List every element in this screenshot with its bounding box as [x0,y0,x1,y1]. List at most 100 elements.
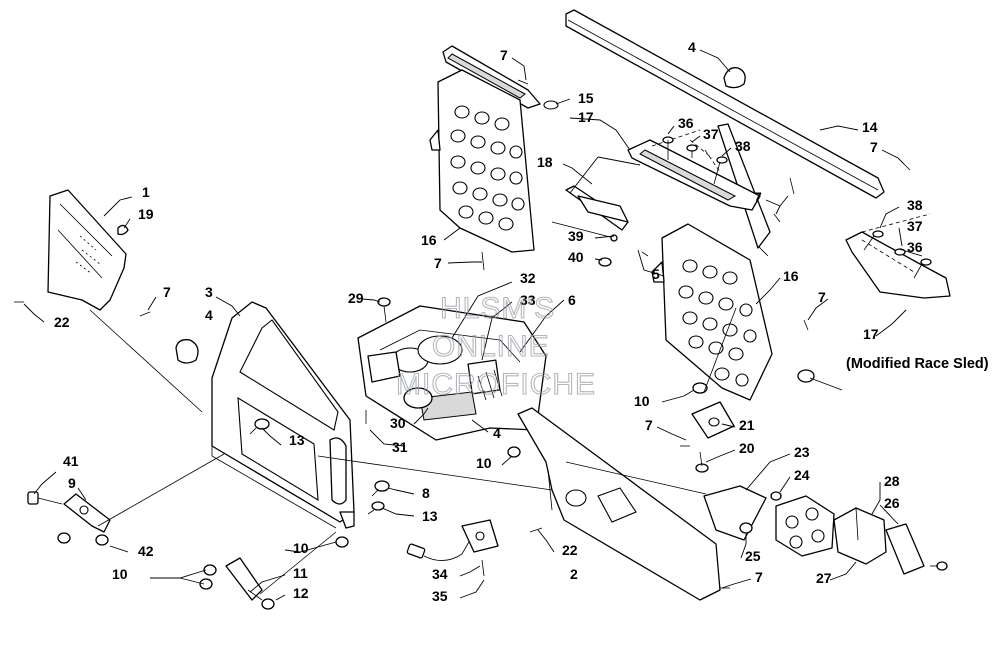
callout-l6: 6 [568,292,576,308]
callout-l29: 29 [348,290,364,306]
callout-l37a: 37 [703,126,719,142]
part-17-top-guard [442,45,541,109]
callout-l2: 2 [570,566,578,582]
callout-l1: 1 [142,184,150,200]
leader-lines [23,49,923,601]
watermark-line-3: MICROFICHE [396,368,596,401]
callout-l42: 42 [138,543,154,559]
callout-l4b: 4 [493,425,501,441]
callout-l4c: 4 [688,39,696,55]
part-4-clamp-top [723,67,746,89]
callout-l41: 41 [63,453,79,469]
callout-l16a: 16 [421,232,437,248]
screw-37-top [686,144,698,158]
callout-l25: 25 [745,548,761,564]
part-control-housing [357,305,547,441]
part-17-right-screen [627,129,761,211]
part-41-bolt [27,491,63,505]
watermark-line-2: ONLINE [432,330,550,363]
part-13-screw-b [367,501,385,515]
callout-l28: 28 [884,473,900,489]
callout-l31: 31 [392,439,408,455]
callout-l35: 35 [432,588,448,604]
callout-l7c: 7 [500,47,508,63]
part-16-left-plate [429,69,535,253]
callout-l38a: 38 [735,138,751,154]
part-1-side-panel [47,189,129,311]
callout-l34: 34 [432,566,448,582]
callout-l38b: 38 [907,197,923,213]
callout-l7b: 7 [434,255,442,271]
part-12-bolt [247,589,275,610]
callout-l21: 21 [739,417,755,433]
callout-l23: 23 [794,444,810,460]
screw-36-top [662,136,674,160]
part-25-nut [739,522,753,534]
callout-l17a: 17 [578,109,594,125]
callout-l7h: 7 [755,569,763,585]
screw-39 [551,221,618,242]
callout-l10b: 10 [293,540,309,556]
part-10-nut-a [203,564,217,576]
callout-l7a: 7 [163,284,171,300]
callout-l18: 18 [537,154,553,170]
callout-l3: 3 [205,284,213,300]
callout-l22a: 22 [54,314,70,330]
screw-38-top [713,156,728,185]
callout-l11: 11 [293,565,308,581]
part-3-main-frame [211,301,355,529]
part-10-nut-e [692,382,708,394]
part-10-nut-c [335,536,349,548]
callout-l10d: 10 [476,455,492,471]
callout-l17b: 17 [863,326,879,342]
callout-l22b: 22 [562,542,578,558]
callout-l40: 40 [568,249,584,265]
part-16-right-plate [651,223,773,401]
part-27-cover [833,507,887,565]
callout-l15: 15 [578,90,594,106]
part-8-screw [371,480,390,497]
callout-l14: 14 [862,119,878,135]
part-29-screw [377,297,391,323]
part-2-lower-frame [517,407,721,601]
part-17-race-sled-screen [845,213,951,299]
part-24-screw [770,491,782,501]
part-14-support-bar [565,9,885,249]
callout-l32: 32 [520,270,536,286]
callout-l7e: 7 [754,189,762,205]
part-10-nut-d [507,446,521,458]
part-23-bracket [703,485,767,541]
callout-l12: 12 [293,585,309,601]
part-10-nut-b [199,578,213,590]
callout-l39: 39 [568,228,584,244]
callout-l8: 8 [422,485,430,501]
callout-l16b: 16 [783,268,799,284]
callout-l10a: 10 [112,566,128,582]
pin-7-markers [14,79,911,589]
part-spacer [797,369,815,383]
part-21-bracket [691,401,735,439]
callout-l36a: 36 [678,115,694,131]
part-13-screw-a [249,418,270,435]
callout-l7g: 7 [645,417,653,433]
part-42-nut-b [95,534,109,546]
callout-l36b: 36 [907,239,923,255]
callout-l7f: 7 [818,289,826,305]
part-20-screw [695,451,709,473]
callout-l20: 20 [739,440,755,456]
part-42-nut-a [57,532,71,544]
callout-l13a: 13 [289,432,305,448]
part-15-grommet [543,100,559,110]
assembly-lines [89,247,843,595]
part-4-clamp-left [175,339,199,364]
callout-l27: 27 [816,570,832,586]
part-28-switch [775,495,835,557]
part-11-bracket [225,557,263,601]
callout-l30: 30 [390,415,406,431]
part-26-plate [885,523,948,575]
part-9-bracket [63,493,111,533]
callout-l10c: 10 [634,393,650,409]
callout-l4a: 4 [205,307,213,323]
